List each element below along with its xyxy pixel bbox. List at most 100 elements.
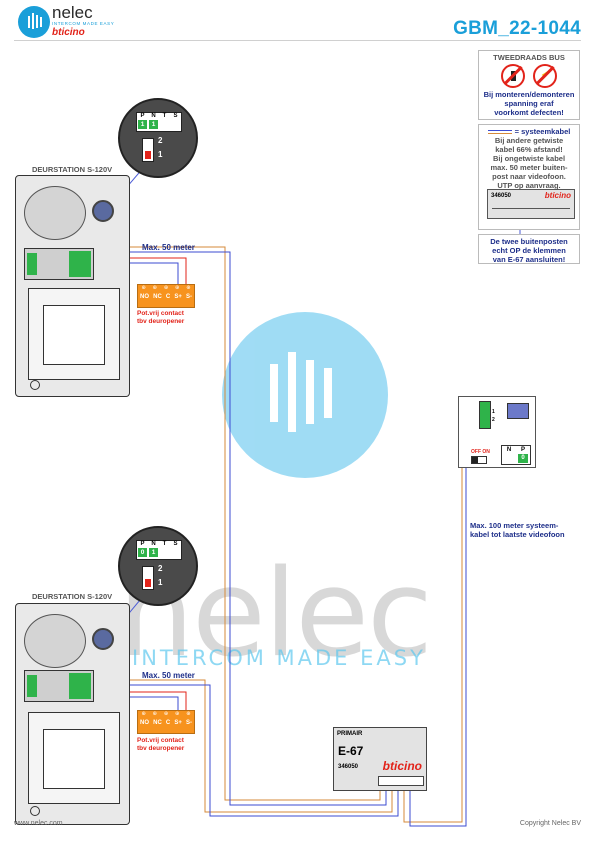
bus-module-thumb: 346050 bticino — [487, 189, 575, 219]
logo-tagline: INTERCOM MADE EASY — [52, 21, 115, 26]
relay-term-s-minus: S- — [185, 294, 192, 300]
relay-term-nc: NC — [153, 294, 162, 300]
dip-header-t: T — [162, 113, 167, 119]
address-switch — [142, 138, 154, 162]
header-rule — [14, 40, 581, 41]
max-distance-label-2: Max. 50 meter — [142, 671, 195, 680]
switch-label-1: 1 — [158, 578, 163, 587]
green-connector — [69, 251, 91, 277]
dip-header-p: P — [140, 113, 145, 119]
switch-label-2: 2 — [158, 136, 163, 145]
videophone-screen-icon — [507, 403, 529, 419]
connection-note-line: van E-67 aansluiten! — [492, 255, 566, 264]
watermark-circle — [222, 312, 388, 478]
dip-value-n: 1 — [149, 120, 158, 129]
relay-caption-1: Pot.vrij contact tbv deuropener — [137, 310, 184, 326]
relay-term-s-plus: S+ — [174, 720, 182, 726]
door-station-1-label: DEURSTATION S-120V — [32, 165, 113, 174]
bus-warning-line: Bij monteren/demonteren — [483, 90, 575, 99]
videophone: 1 2 OFF ON N P 0 — [458, 396, 536, 468]
bus-warning-line: spanning eraf — [504, 99, 554, 108]
bus-warning-text: Bij monteren/demonteren spanning eraf vo… — [479, 90, 579, 117]
relay-term-no: NO — [140, 720, 150, 726]
relay-caption-line: tbv deuropener — [137, 745, 185, 752]
cable-legend: = systeemkabel — [479, 127, 579, 136]
dip-magnifier-1: P N T S 1 1 2 1 — [118, 98, 198, 178]
speaker-grille — [24, 186, 86, 240]
dip-block: P N T S 0 1 — [136, 540, 182, 560]
door-station-2 — [15, 603, 130, 825]
relay-caption-line: Pot.vrij contact — [137, 310, 184, 317]
connection-note-panel: De twee buitenposten echt OP de klemmen … — [478, 234, 580, 264]
bus-warning-line: voorkomt defecten! — [494, 108, 564, 117]
dip-header-s: S — [173, 113, 178, 119]
relay-module-1: ⊕⊕⊕⊕⊕ NO NC C S+ S- — [137, 284, 195, 308]
cable-legend-text: = systeemkabel — [514, 127, 571, 136]
dip-value-p: 1 — [138, 120, 147, 129]
nelec-logo — [14, 4, 154, 40]
cable-info-line: Bij andere getwiste — [494, 136, 564, 145]
relay-caption-line: tbv deuropener — [137, 318, 185, 325]
np-header-n: N — [506, 447, 512, 453]
system-cable-line: kabel tot laatste videofoon — [470, 530, 565, 539]
green-connector — [27, 675, 37, 697]
wire-station2-pair — [82, 679, 399, 817]
bus-title: TWEEDRAADS BUS — [493, 53, 565, 62]
no-voltage-icon: ⚡ — [533, 64, 557, 88]
green-connector — [69, 673, 91, 699]
switch-label-1: 1 — [158, 150, 163, 159]
label-window — [43, 729, 105, 789]
dip-header-n: N — [151, 541, 156, 547]
logo-word: nelec — [52, 3, 93, 22]
connection-note-line: De twee buitenposten — [490, 237, 568, 246]
bticino-brand: bticino — [52, 27, 85, 38]
door-station-1 — [15, 175, 130, 397]
max-distance-label-1: Max. 50 meter — [142, 243, 195, 252]
bus-module-terminals — [492, 208, 570, 215]
cable-info-line: kabel 66% afstand! — [495, 145, 563, 154]
wire-station1-pair — [82, 246, 387, 806]
bus-warning-panel: TWEEDRAADS BUS ⚡ Bij monteren/demonteren… — [478, 50, 580, 120]
mount-screw — [30, 806, 40, 816]
relay-caption-2: Pot.vrij contact tbv deuropener — [137, 737, 184, 753]
relay-term-c: C — [165, 294, 171, 300]
switch-label-2: 2 — [158, 564, 163, 573]
bus-module-code: 346050 — [491, 193, 512, 199]
camera-icon — [92, 628, 114, 650]
dip-block: P N T S 1 1 — [136, 112, 182, 132]
relay-term-nc: NC — [153, 720, 162, 726]
cable-info-line: post naar videofoon. — [492, 172, 566, 181]
footer-copyright: Copyright Nelec BV — [519, 820, 581, 827]
dip-magnifier-2: P N T S 0 1 2 1 — [118, 526, 198, 606]
e67-primary-label: PRIMAIR — [337, 731, 363, 737]
dip-value-p: 0 — [138, 548, 147, 557]
address-switch — [142, 566, 154, 590]
watermark-tagline: INTERCOM MADE EASY — [132, 646, 426, 670]
system-cable-label: Max. 100 meter systeem- kabel tot laatst… — [470, 521, 565, 539]
cable-info-line: max. 50 meter buiten- — [490, 163, 568, 172]
connection-note-line: echt OP de klemmen — [492, 246, 566, 255]
button-frame — [28, 712, 120, 804]
button-frame — [28, 288, 120, 380]
dip-header-n: N — [151, 113, 156, 119]
e67-power-supply: PRIMAIR E-67 346050 bticino — [333, 727, 427, 791]
videophone-switch — [471, 456, 487, 464]
dip-header-s: S — [173, 541, 178, 547]
speaker-grille — [24, 614, 86, 668]
relay-term-s-plus: S+ — [174, 294, 182, 300]
cable-info-line: UTP op aanvraag. — [497, 181, 561, 190]
dip-header-t: T — [162, 541, 167, 547]
footer-website[interactable]: www.nelec.com — [14, 820, 63, 827]
connection-note-text: De twee buitenposten echt OP de klemmen … — [479, 237, 579, 264]
e67-terminal-strip — [378, 776, 424, 786]
cable-info-text: Bij andere getwiste kabel 66% afstand! B… — [479, 136, 579, 190]
e67-code: 346050 — [338, 764, 359, 770]
cable-info-panel: = systeemkabel Bij andere getwiste kabel… — [478, 124, 580, 230]
relay-term-s-minus: S- — [185, 720, 192, 726]
videophone-terminal-label: 1 — [492, 409, 495, 415]
videophone-switch-label: OFF ON — [471, 449, 490, 455]
nelec-logo-icon — [18, 6, 50, 38]
label-window — [43, 305, 105, 365]
camera-icon — [92, 200, 114, 222]
terminal-block — [24, 248, 94, 280]
